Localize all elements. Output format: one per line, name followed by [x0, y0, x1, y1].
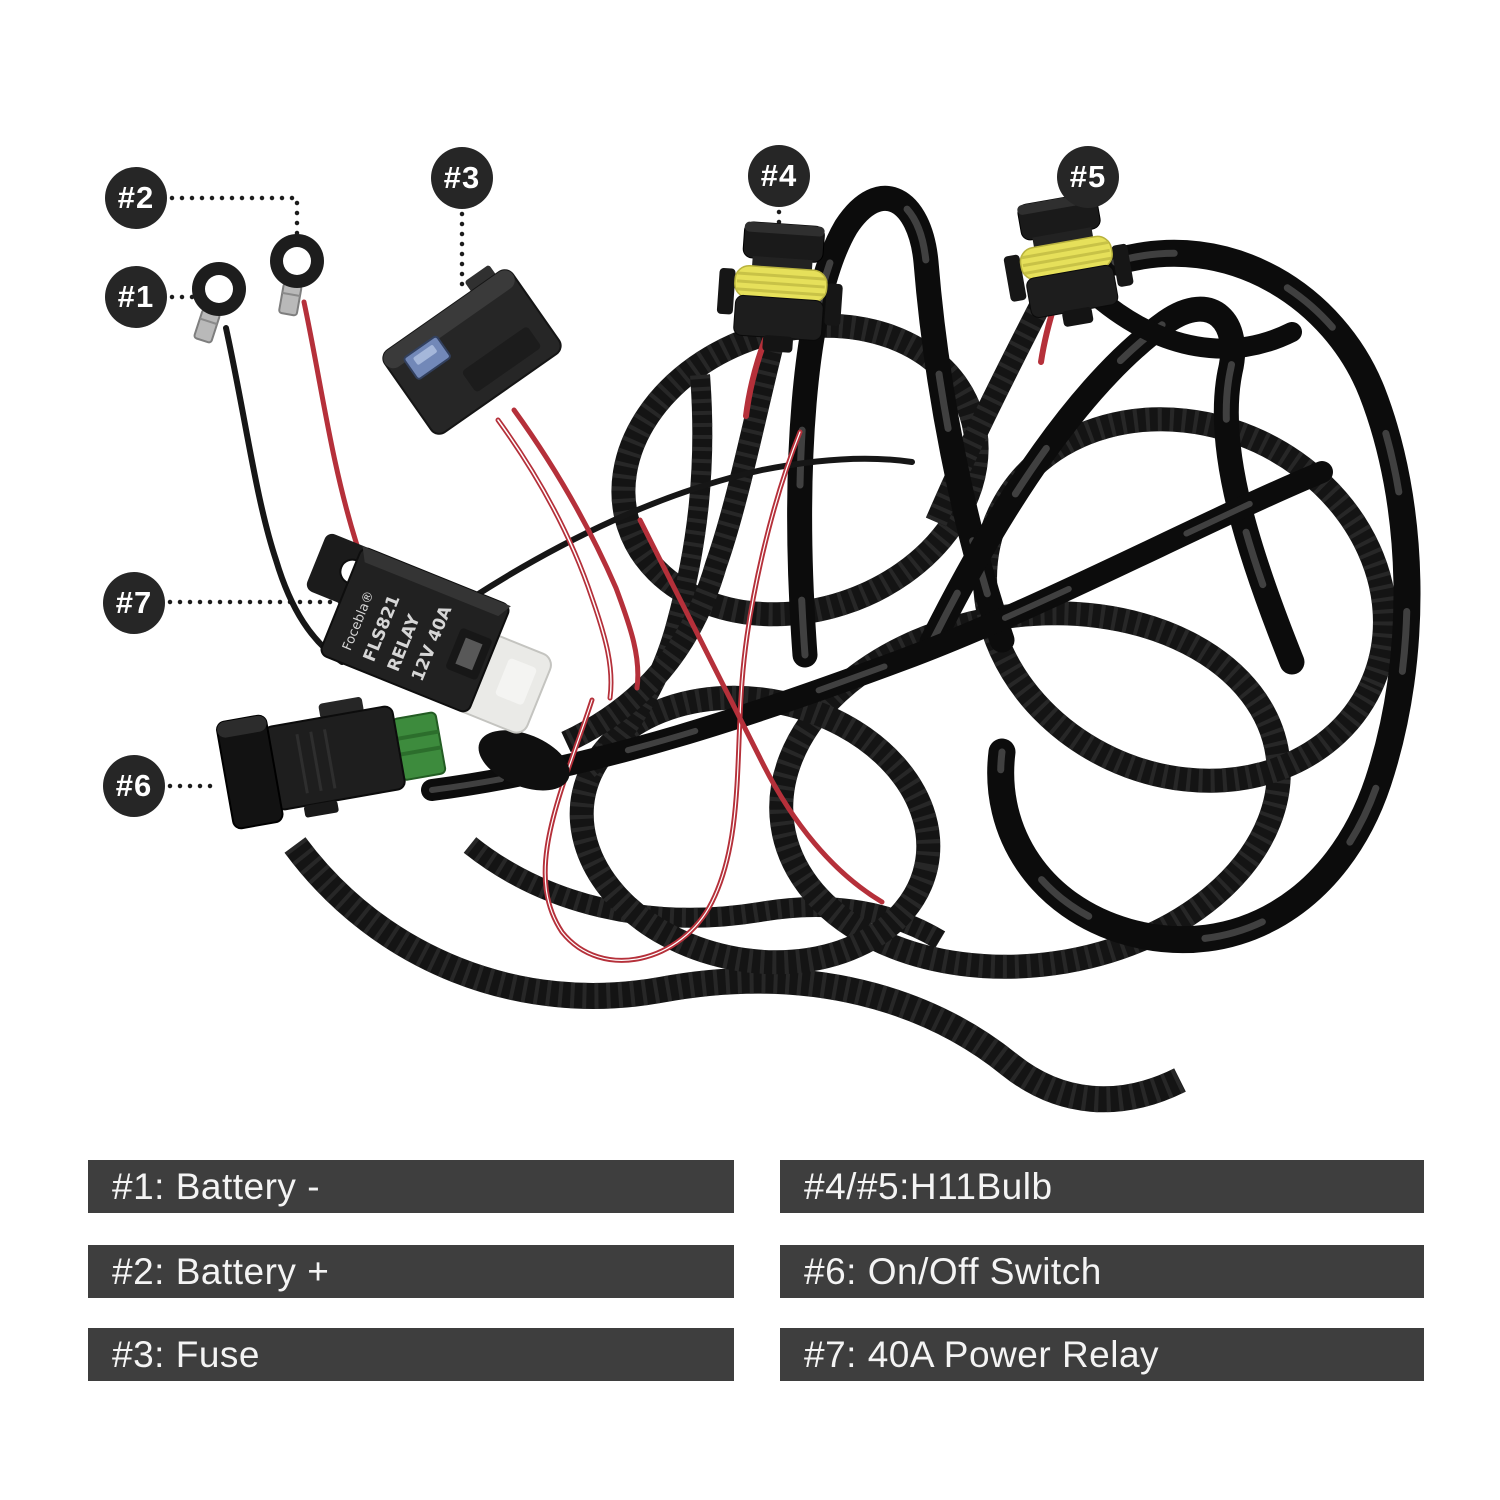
switch-tab	[304, 800, 339, 818]
fuse-holder-top	[383, 270, 515, 369]
connector-tab	[824, 283, 843, 326]
loom-ribs	[973, 407, 1397, 793]
connector-tab	[716, 267, 736, 315]
legend-text: #3: Fuse	[112, 1333, 260, 1375]
tape-tube	[1086, 286, 1302, 359]
callout-1: #1	[105, 266, 167, 328]
terminal-barrel	[278, 282, 303, 317]
black-wire	[223, 325, 345, 665]
tape-sheen	[928, 305, 1296, 666]
connector-stub	[1062, 307, 1094, 327]
connector-tab	[1111, 243, 1134, 287]
fuse-holder	[382, 265, 562, 435]
legend-item-h11-bulb: #4/#5:H11Bulb	[780, 1160, 1424, 1213]
legend-text: #4/#5:H11Bulb	[804, 1165, 1053, 1207]
ring-terminal-1	[192, 262, 246, 344]
callout-1-label: #1	[117, 279, 155, 314]
legend-item-power-relay: #7: 40A Power Relay	[780, 1328, 1424, 1381]
thin-wires	[223, 297, 1059, 963]
legend-text: #6: On/Off Switch	[804, 1250, 1102, 1292]
ring-hole	[205, 275, 233, 303]
callout-7: #7	[103, 572, 165, 634]
switch-ridges	[295, 729, 337, 794]
callout-3-label: #3	[443, 160, 481, 195]
callout-5-label: #5	[1069, 159, 1107, 194]
connector-cap-top	[744, 221, 825, 237]
tape-wrap	[478, 730, 570, 791]
h11-connector-4	[716, 221, 843, 353]
callout-4: #4	[748, 145, 810, 207]
callout-3: #3	[431, 147, 493, 209]
legend-item-onoff-switch: #6: On/Off Switch	[780, 1245, 1424, 1298]
seal-ridges	[736, 271, 826, 297]
switch-body	[263, 705, 406, 811]
connector-stub	[762, 335, 793, 353]
seal-ridges	[1021, 240, 1112, 275]
leader-line-2	[169, 195, 300, 241]
legend-item-battery-minus: #1: Battery -	[88, 1160, 734, 1213]
legend-item-fuse: #3: Fuse	[88, 1328, 734, 1381]
switch-button-top	[217, 715, 267, 738]
crimp-line	[282, 291, 301, 298]
ring-terminal-2	[270, 234, 324, 317]
relay-top-face	[362, 546, 511, 617]
fuse-window	[413, 345, 437, 365]
relay-side-clip	[455, 637, 483, 671]
callout-2: #2	[105, 167, 167, 229]
callout-6: #6	[103, 755, 165, 817]
loom-branch	[925, 296, 1052, 527]
wire-stripe	[497, 419, 612, 699]
fuse-holder-latch	[465, 265, 497, 294]
red-wire	[511, 407, 641, 691]
legend-text: #7: 40A Power Relay	[804, 1333, 1160, 1375]
fuse-holder-body	[382, 269, 562, 435]
crimp-line	[199, 317, 218, 326]
ring-hole	[283, 247, 311, 275]
connector-body	[733, 294, 824, 341]
loom-ribs	[578, 374, 713, 780]
tape-sheen	[997, 249, 1411, 944]
green-connector-ribs	[394, 729, 442, 757]
callout-2-label: #2	[117, 180, 155, 215]
on-off-switch	[216, 697, 447, 830]
red-wire	[637, 517, 885, 905]
legend-item-battery-plus: #2: Battery +	[88, 1245, 734, 1298]
legend-text: #2: Battery +	[112, 1250, 330, 1292]
fuse-holder-recess	[462, 327, 541, 392]
relay: Focebla® FLS821 RELAY 12V 40A	[320, 546, 570, 791]
black-wire	[469, 455, 915, 601]
connector-neck	[1032, 227, 1094, 250]
tape-wrapped-tubes	[421, 185, 1421, 954]
wire-stripe	[544, 431, 801, 961]
loom-ribs	[284, 837, 1186, 1113]
tape-sheen	[429, 469, 1325, 793]
callout-6-label: #6	[115, 768, 153, 803]
relay-socket-face	[495, 658, 537, 705]
callout-4-label: #4	[760, 158, 798, 193]
callout-5: #5	[1057, 146, 1119, 208]
switch-button	[216, 714, 284, 830]
legend-text: #1: Battery -	[112, 1165, 321, 1207]
loom-branch	[561, 345, 783, 752]
callout-7-label: #7	[115, 585, 153, 620]
